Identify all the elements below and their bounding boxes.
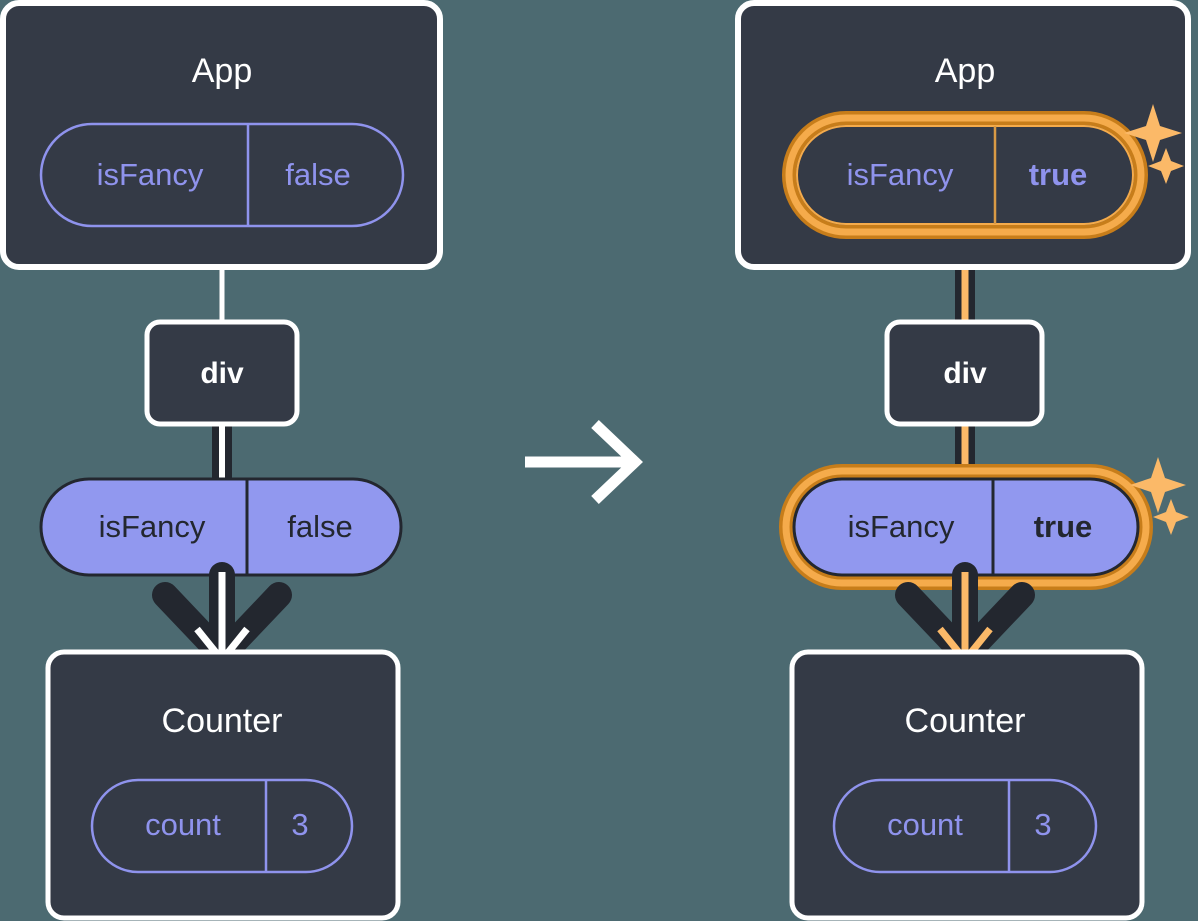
- panel-after: App isFancy true div: [735, 0, 1191, 921]
- app-node-title: App: [192, 52, 253, 90]
- div-node-box: [884, 319, 1045, 427]
- counter-state-pill-value: 3: [291, 807, 308, 842]
- app-node-box: [0, 0, 443, 270]
- counter-state-pill-key: count: [145, 807, 221, 842]
- prop-pill-key: isFancy: [848, 509, 955, 544]
- app-state-pill-highlighted[interactable]: isFancy true: [782, 111, 1148, 239]
- counter-state-pill[interactable]: count 3: [832, 778, 1098, 874]
- prop-pill-highlighted[interactable]: isFancy true: [779, 457, 1189, 590]
- div-node[interactable]: div: [144, 319, 300, 427]
- counter-state-pill-shape: [832, 778, 1098, 874]
- app-state-pill-glow-inner: [785, 114, 1145, 236]
- div-node-label: div: [943, 357, 987, 390]
- app-node[interactable]: App isFancy false: [0, 0, 443, 270]
- app-node-title: App: [935, 52, 996, 90]
- counter-node-title: Counter: [162, 702, 283, 740]
- transition-arrow: [525, 420, 643, 504]
- counter-state-pill-shape: [90, 778, 354, 874]
- div-node-label: div: [200, 357, 244, 390]
- prop-pill-key: isFancy: [99, 509, 206, 544]
- counter-node-box: [789, 649, 1145, 921]
- sparkles-icon: [1124, 104, 1184, 184]
- prop-pill[interactable]: isFancy false: [39, 477, 403, 577]
- prop-pill-value: true: [1034, 509, 1093, 544]
- app-state-pill-value: false: [285, 157, 350, 192]
- div-node-box: [144, 319, 300, 427]
- app-state-pill-value: true: [1029, 157, 1088, 192]
- app-state-pill-shape: [796, 125, 1134, 225]
- app-state-pill-shape: [39, 122, 405, 228]
- flow-arrow-down-highlighted: [895, 562, 1035, 668]
- counter-state-pill-key: count: [887, 807, 963, 842]
- counter-state-pill[interactable]: count 3: [90, 778, 354, 874]
- counter-node-title: Counter: [905, 702, 1026, 740]
- prop-pill-value: false: [287, 509, 352, 544]
- div-node[interactable]: div: [884, 319, 1045, 427]
- app-node[interactable]: App isFancy true: [735, 0, 1191, 270]
- counter-node-box: [45, 649, 401, 921]
- panel-before: App isFancy false div isFancy false: [0, 0, 443, 921]
- counter-node[interactable]: Counter count 3: [789, 649, 1145, 921]
- counter-node[interactable]: Counter count 3: [45, 649, 401, 921]
- app-state-pill-key: isFancy: [97, 157, 204, 192]
- app-state-pill-key: isFancy: [847, 157, 954, 192]
- counter-state-pill-value: 3: [1034, 807, 1051, 842]
- flow-arrow-down: [152, 562, 292, 668]
- sparkles-icon: [1130, 457, 1189, 535]
- app-state-pill[interactable]: isFancy false: [39, 122, 405, 228]
